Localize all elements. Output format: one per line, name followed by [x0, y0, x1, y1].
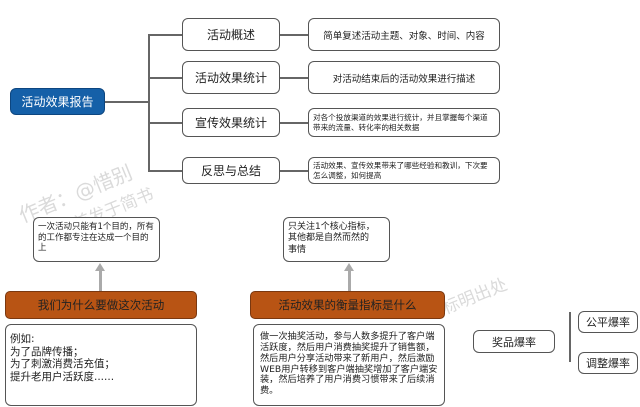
section-title: 活动效果的衡量指标是什么 [250, 291, 445, 319]
purpose-detail: 例如: 为了品牌传播； 为了刺激消费活充值； 提升老用户活跃度...... [5, 324, 197, 406]
branch-node: 宣传效果统计 [182, 108, 280, 137]
branch-node: 活动效果统计 [182, 61, 280, 94]
root-node: 活动效果报告 [10, 88, 105, 115]
connector [148, 34, 182, 36]
connector [148, 170, 182, 172]
arrow-up-icon [95, 263, 105, 292]
connector [148, 122, 182, 124]
branch-description: 对活动结束后的活动效果进行描述 [308, 61, 500, 94]
branch-node: 活动概述 [182, 18, 280, 51]
metric-detail: 做一次抽奖活动，参与人数多提升了客户端活跃度，然后用户消费抽奖提升了销售额，然后… [253, 324, 445, 406]
prize-child-node: 调整爆率 [578, 352, 638, 374]
branch-description: 对各个投放渠道的效果进行统计，并且掌握每个渠道带来的流量、转化率的相关数据 [308, 108, 500, 137]
connector [148, 34, 150, 170]
purpose-note: 一次活动只能有1个目的，所有的工作都专注在达成一个目的上 [33, 217, 160, 262]
connector [569, 312, 571, 362]
watermark: 标明出处 [439, 274, 511, 319]
section-title: 我们为什么要做这次活动 [5, 291, 197, 319]
connector [280, 170, 308, 172]
connector [105, 101, 148, 103]
prize-rate-node: 奖品爆率 [473, 330, 555, 353]
branch-description: 简单复述活动主题、对象、时间、内容 [308, 18, 500, 51]
connector [280, 122, 308, 124]
connector [148, 77, 182, 79]
prize-child-node: 公平爆率 [578, 311, 638, 333]
arrow-up-icon [344, 263, 354, 292]
connector [280, 77, 308, 79]
metric-note: 只关注1个核心指标， 其他都是自然而然的 事情 [283, 217, 390, 262]
branch-node: 反思与总结 [182, 157, 280, 184]
branch-description: 活动效果、宣传效果带来了哪些经验和教训，下次要怎么调整，如何提高 [308, 157, 500, 184]
connector [280, 34, 308, 36]
